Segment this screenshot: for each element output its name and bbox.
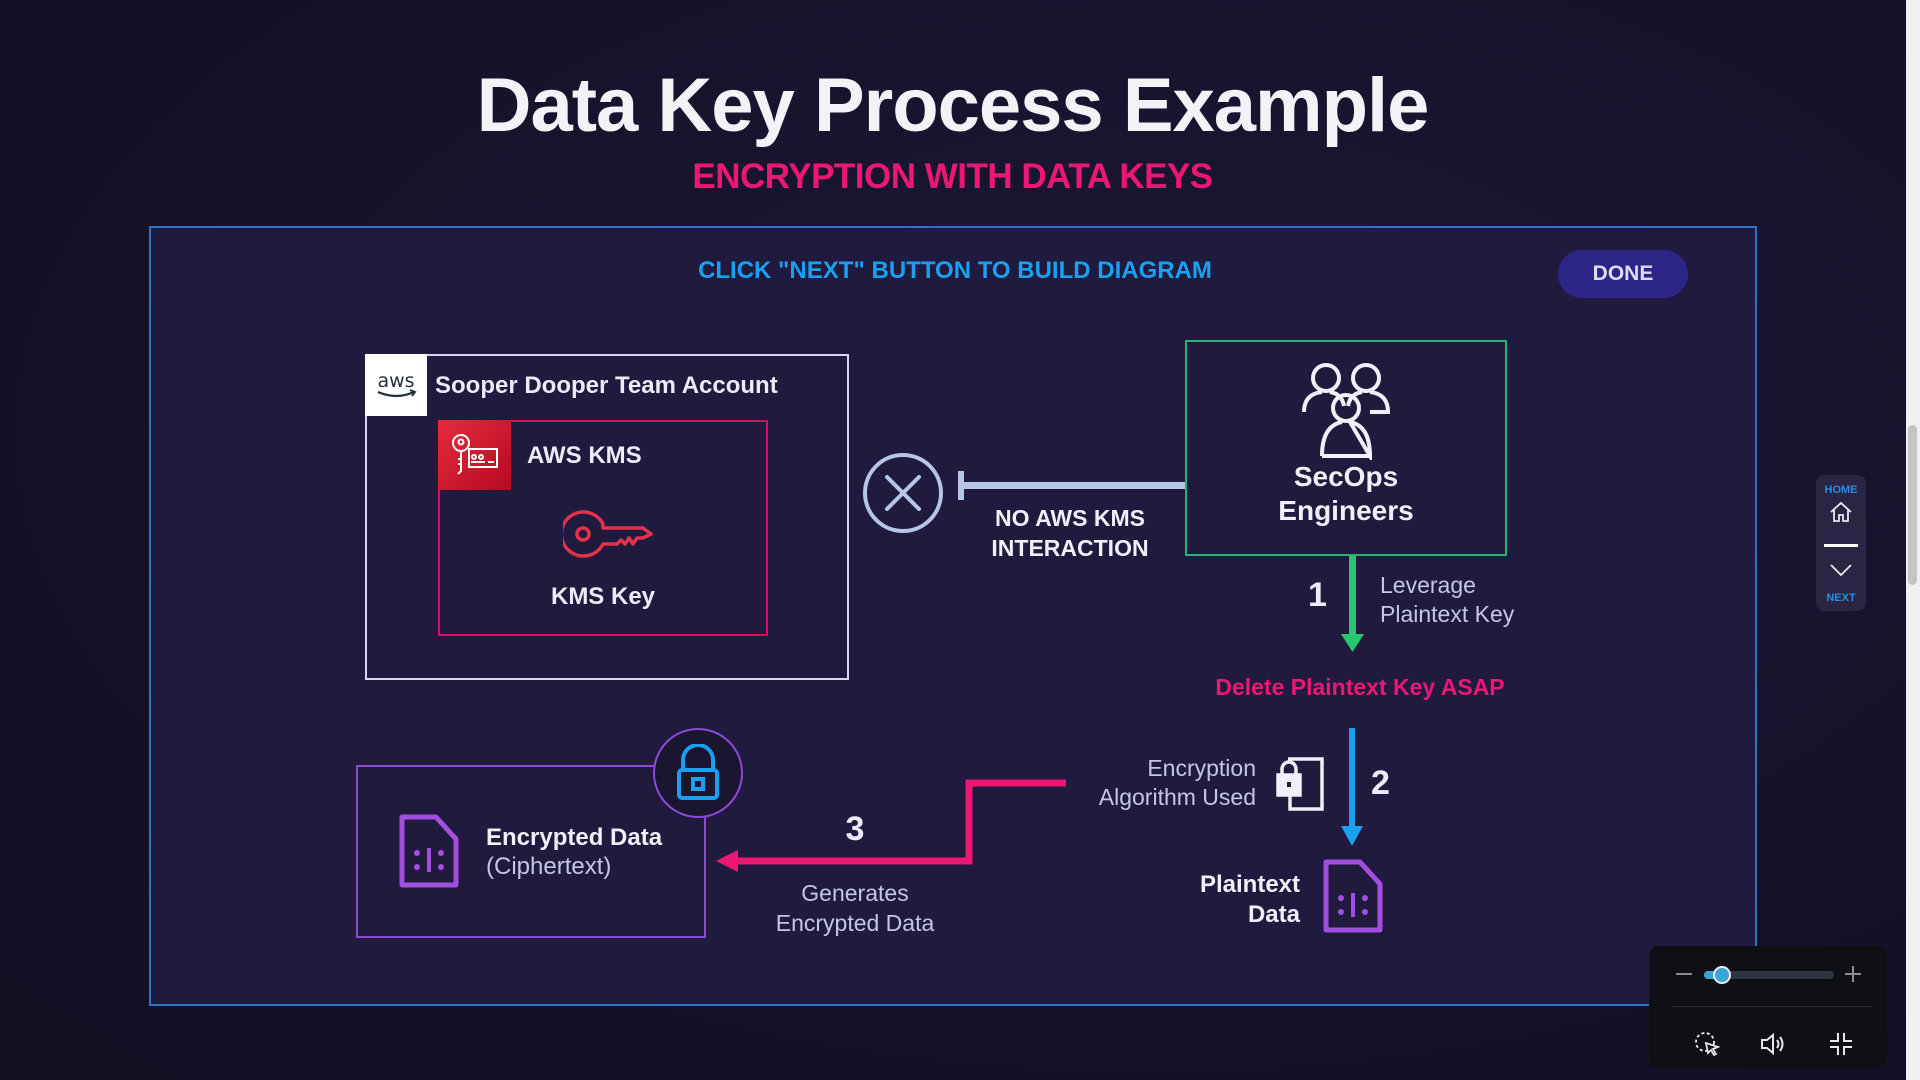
- chevron-down-icon[interactable]: [1829, 563, 1853, 582]
- aws-logo-icon: aws: [365, 354, 427, 416]
- secops-line1: SecOps: [1293, 461, 1399, 492]
- lock-icon: [677, 744, 719, 800]
- blocked-x-icon: [861, 451, 945, 540]
- media-divider: [1673, 1006, 1871, 1007]
- next-button[interactable]: NEXT: [1826, 592, 1856, 604]
- no-interaction-line: [958, 482, 1186, 489]
- delete-key-warning: Delete Plaintext Key ASAP: [1215, 674, 1505, 700]
- step2-number: 2: [1371, 764, 1390, 802]
- encryption-algorithm-icon: [1276, 755, 1330, 818]
- svg-text:aws: aws: [377, 370, 414, 392]
- step3-line2: Encrypted Data: [775, 910, 935, 936]
- cursor-select-icon[interactable]: [1694, 1031, 1721, 1062]
- account-box: [365, 354, 849, 680]
- encryption-algorithm-label: Encryption Algorithm Used: [1060, 754, 1256, 812]
- nav-divider: [1824, 544, 1858, 547]
- no-interaction-line2: INTERACTION: [991, 535, 1149, 561]
- secops-label: SecOps Engineers: [1185, 460, 1507, 528]
- users-group-icon: [1296, 360, 1396, 465]
- step1-label: Leverage Plaintext Key: [1380, 571, 1514, 629]
- step2-arrow: [1341, 728, 1363, 846]
- kms-key-label: KMS Key: [550, 583, 656, 610]
- algo-line1: Encryption: [1147, 755, 1256, 781]
- instruction-text: CLICK "NEXT" BUTTON TO BUILD DIAGRAM: [698, 257, 1212, 284]
- step1-line2: Plaintext Key: [1380, 601, 1515, 627]
- step1-arrow: [1341, 556, 1364, 652]
- step3-arrow: [716, 779, 1066, 872]
- secops-line2: Engineers: [1278, 495, 1414, 526]
- step1-line1: Leverage: [1380, 572, 1476, 598]
- key-icon: [559, 508, 663, 565]
- secops-box: [1185, 340, 1507, 556]
- plaintext-data-label: Plaintext Data: [1150, 870, 1300, 930]
- plaintext-line1: Plaintext: [1199, 871, 1300, 898]
- scrollbar-thumb[interactable]: [1908, 425, 1917, 585]
- home-label[interactable]: HOME: [1824, 484, 1858, 496]
- side-navigation: HOME NEXT: [1816, 475, 1866, 611]
- encrypted-data-subtitle: (Ciphertext): [486, 853, 612, 880]
- zoom-slider-fill: [1704, 971, 1720, 979]
- zoom-out-icon[interactable]: [1676, 973, 1692, 975]
- done-button[interactable]: DONE: [1558, 250, 1688, 298]
- step1-number: 1: [1308, 576, 1327, 614]
- step3-number: 3: [845, 810, 865, 848]
- no-interaction-label: NO AWS KMS INTERACTION: [960, 503, 1180, 563]
- volume-icon[interactable]: [1760, 1032, 1786, 1061]
- zoom-slider-handle[interactable]: [1713, 966, 1731, 984]
- account-label: Sooper Dooper Team Account: [435, 372, 778, 399]
- kms-service-icon: [438, 420, 511, 490]
- plaintext-file-icon: [1322, 858, 1384, 939]
- no-interaction-line1: NO AWS KMS: [995, 505, 1145, 531]
- page-subtitle: ENCRYPTION WITH DATA KEYS: [692, 157, 1213, 196]
- plaintext-line2: Data: [1247, 901, 1300, 928]
- step3-label: Generates Encrypted Data: [740, 878, 970, 938]
- zoom-in-icon[interactable]: [1845, 966, 1861, 987]
- page-title: Data Key Process Example: [476, 63, 1430, 148]
- encrypted-file-icon: [398, 813, 460, 894]
- encrypted-data-title: Encrypted Data: [486, 824, 663, 851]
- home-icon[interactable]: [1829, 501, 1853, 528]
- step3-line1: Generates: [801, 880, 909, 906]
- media-controls: [1649, 946, 1887, 1068]
- kms-service-box: [438, 420, 768, 636]
- exit-fullscreen-icon[interactable]: [1830, 1033, 1852, 1060]
- lock-badge: [653, 728, 743, 818]
- encrypted-data-box: [356, 765, 706, 938]
- algo-line2: Algorithm Used: [1098, 784, 1256, 810]
- zoom-slider[interactable]: [1704, 966, 1834, 984]
- kms-service-label: AWS KMS: [527, 442, 642, 469]
